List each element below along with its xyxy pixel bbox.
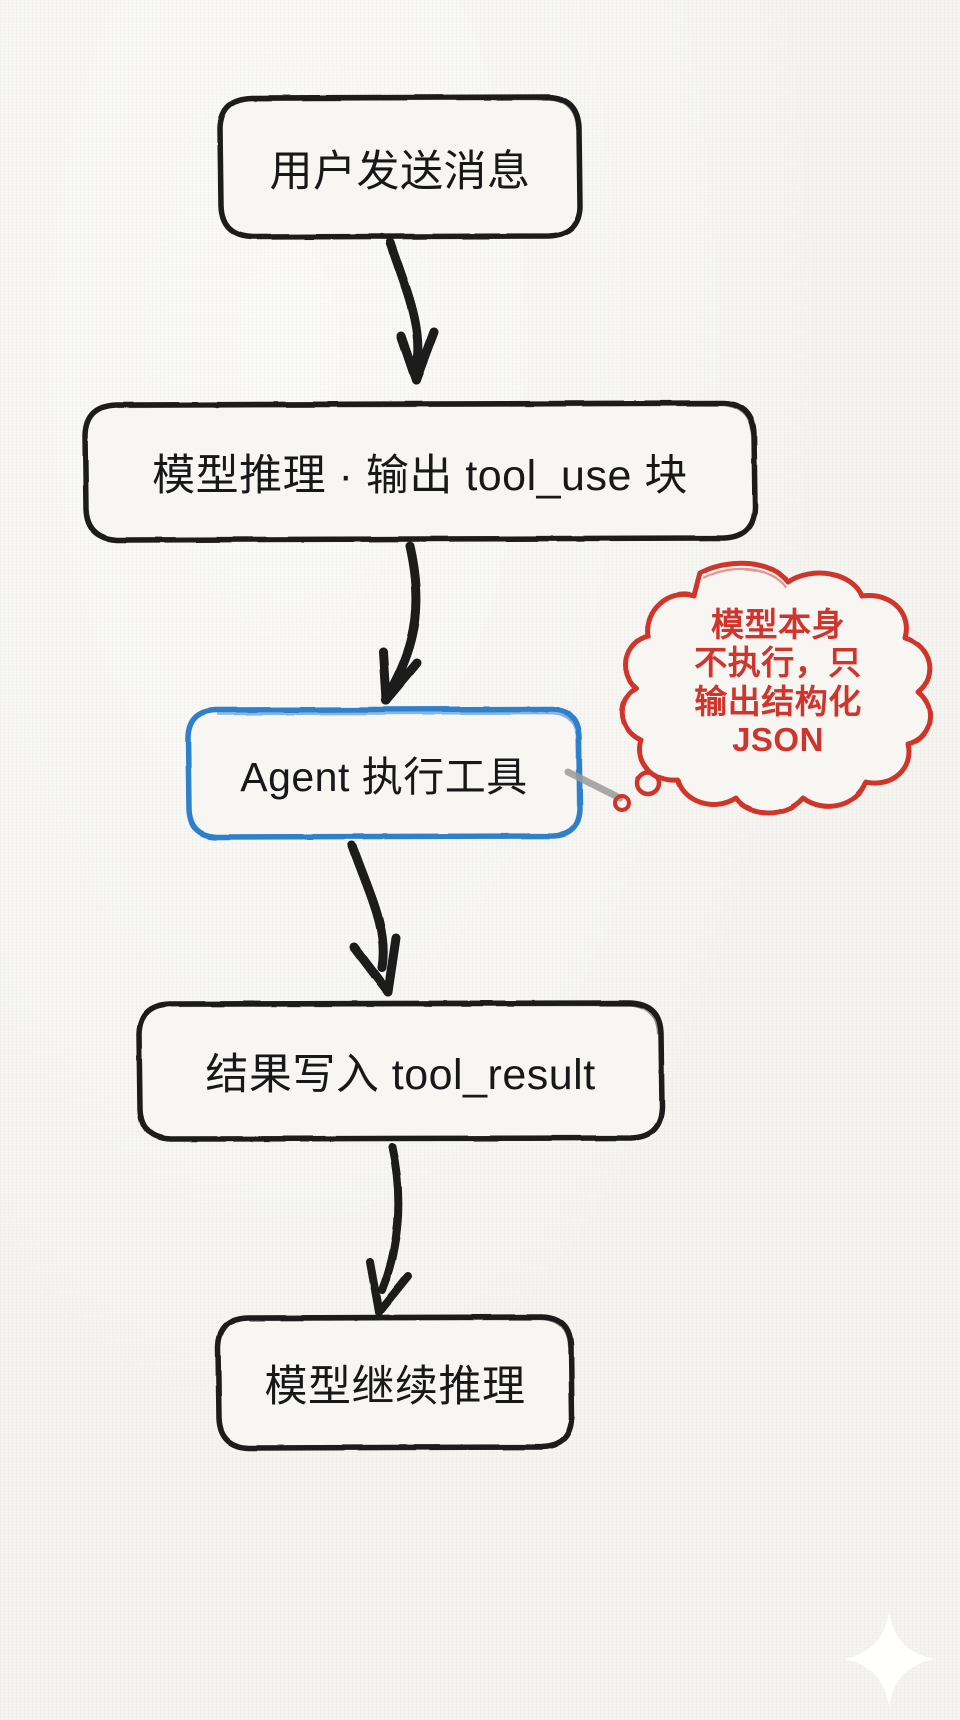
node-box-n1 <box>217 94 583 240</box>
edge-arrow-n2-n3 <box>378 541 422 705</box>
callout-cloud-shape <box>619 560 933 816</box>
callout-text: 模型本身 不执行，只 输出结构化 JSON <box>694 606 862 758</box>
node-box-n2 <box>82 400 758 543</box>
callout-tail-dots <box>613 769 662 812</box>
node-box-n3 <box>185 706 583 840</box>
callout-connector-line <box>564 768 624 802</box>
edge-arrow-n4-n5 <box>366 1143 412 1316</box>
sparkle-icon <box>845 1612 934 1706</box>
node-box-n4 <box>136 1000 665 1142</box>
node-box-n5 <box>215 1314 575 1451</box>
edge-arrow-n3-n4 <box>347 840 401 997</box>
edge-arrow-n1-n2 <box>385 237 439 385</box>
